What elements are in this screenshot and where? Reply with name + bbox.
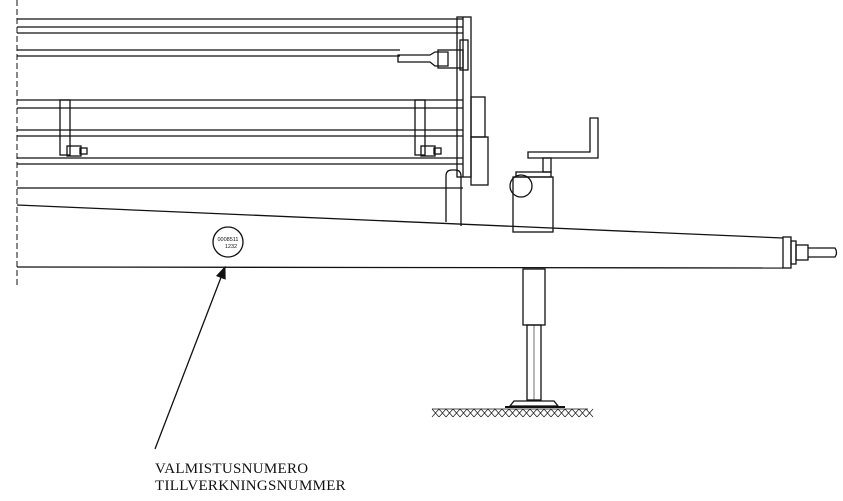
rail-clamp-right — [414, 99, 442, 157]
top-latch — [397, 39, 469, 71]
serial-plate-line2: 1232 — [225, 244, 237, 250]
jack-crank — [509, 117, 599, 233]
serial-plate — [212, 226, 244, 258]
callout-label-finnish: VALMISTUSNUMERO — [155, 461, 309, 477]
callout-leader-line — [154, 265, 226, 450]
callout-label-swedish: TILLVERKNINGSNUMMER — [155, 478, 346, 494]
serial-plate-line1: 0008511 — [217, 237, 238, 243]
jack-leg — [505, 268, 565, 408]
support-post — [445, 169, 462, 226]
upper-frame — [17, 16, 472, 189]
side-blocks — [470, 96, 489, 186]
rail-clamp-left — [59, 99, 88, 157]
drawbar — [16, 204, 838, 269]
